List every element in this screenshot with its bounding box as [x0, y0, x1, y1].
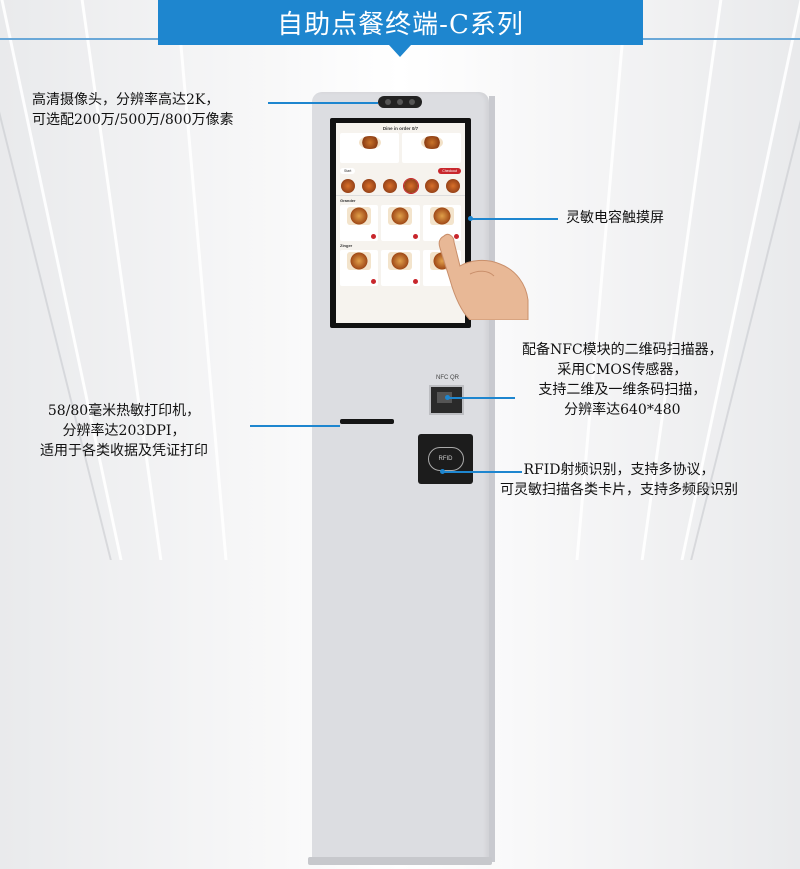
- food-image: [388, 207, 413, 225]
- rfid-logo: RFID: [427, 447, 464, 471]
- menu-item[interactable]: [381, 250, 420, 286]
- camera-connector: [268, 102, 378, 104]
- add-icon[interactable]: [453, 234, 459, 239]
- order-cards: [336, 131, 465, 165]
- rfid-callout-line1: RFID射频识别，支持多协议，: [523, 462, 715, 478]
- printer-callout-line3: 适用于各类收据及凭证打印: [40, 443, 208, 459]
- menu-item[interactable]: [381, 205, 420, 241]
- food-image: [347, 207, 372, 225]
- screen-buttons: Start Checkout: [336, 165, 465, 177]
- scanner-callout-line1: 配备NFC模块的二维码扫描器，: [522, 342, 723, 358]
- rfid-callout: RFID射频识别，支持多协议， 可灵敏扫描各类卡片，支持多频段识别: [500, 460, 738, 500]
- scanner-callout-line3: 支持二维及一维条码扫描，: [538, 382, 707, 398]
- section-heading: Grander: [340, 198, 356, 203]
- category-item[interactable]: [383, 179, 398, 193]
- printer-callout: 58/80毫米热敏打印机， 分辨率达203DPI， 适用于各类收据及凭证打印: [40, 401, 208, 461]
- kiosk-base: [308, 857, 492, 865]
- background-stripe: [80, 0, 163, 560]
- camera-lens: [385, 99, 391, 105]
- camera-callout-line1: 高清摄像头，分辨率高达2K，: [32, 92, 220, 108]
- header-arrow: [389, 45, 411, 57]
- category-item-selected[interactable]: [403, 179, 418, 193]
- printer-connector: [250, 425, 340, 427]
- touch-callout: 灵敏电容触摸屏: [566, 208, 664, 228]
- category-item[interactable]: [445, 179, 460, 193]
- camera-lens: [397, 99, 403, 105]
- background-stripe: [175, 0, 228, 560]
- menu-item[interactable]: [340, 205, 379, 241]
- rfid-reader[interactable]: RFID: [418, 434, 473, 484]
- rfid-connector-dot: [440, 469, 445, 474]
- page-title: 自助点餐终端-C系列: [158, 0, 643, 45]
- qr-scanner[interactable]: [429, 385, 464, 415]
- kiosk-side: [489, 96, 495, 862]
- camera-lens: [409, 99, 415, 105]
- nfc-label: NFC QR: [436, 375, 459, 381]
- menu-grid: [336, 205, 465, 241]
- food-image: [388, 252, 413, 270]
- printer-callout-line1: 58/80毫米热敏打印机，: [47, 403, 201, 419]
- scanner-connector-dot: [445, 395, 450, 400]
- printer-callout-line2: 分辨率达203DPI，: [62, 423, 186, 439]
- add-icon[interactable]: [371, 234, 377, 239]
- food-image: [429, 207, 454, 225]
- touch-callout-line1: 灵敏电容触摸屏: [566, 210, 664, 226]
- touch-connector: [470, 218, 558, 220]
- camera-callout: 高清摄像头，分辨率高达2K， 可选配200万/500万/800万像素: [32, 90, 234, 130]
- touch-connector-dot: [468, 216, 473, 221]
- section-heading: Zinger: [340, 243, 353, 248]
- food-image: [420, 136, 443, 149]
- scanner-callout-line4: 分辨率达640*480: [564, 402, 681, 418]
- add-icon[interactable]: [412, 234, 418, 239]
- category-item[interactable]: [362, 179, 377, 193]
- category-bar: [336, 177, 465, 196]
- food-image: [358, 136, 381, 149]
- printer-slot: [340, 419, 394, 424]
- checkout-button[interactable]: Checkout: [438, 168, 461, 174]
- start-button[interactable]: Start: [340, 168, 356, 174]
- background-stripe: [0, 0, 123, 560]
- category-item[interactable]: [341, 179, 356, 193]
- scanner-callout-line2: 采用CMOS传感器，: [557, 362, 688, 378]
- order-card[interactable]: [340, 133, 399, 163]
- order-card[interactable]: [402, 133, 461, 163]
- add-icon[interactable]: [371, 279, 377, 284]
- rfid-callout-line2: 可灵敏扫描各类卡片，支持多频段识别: [500, 482, 738, 498]
- food-image: [347, 252, 372, 270]
- camera-callout-line2: 可选配200万/500万/800万像素: [32, 112, 234, 128]
- category-item[interactable]: [424, 179, 439, 193]
- scanner-callout: 配备NFC模块的二维码扫描器， 采用CMOS传感器， 支持二维及一维条码扫描， …: [522, 340, 723, 420]
- scanner-connector: [447, 397, 515, 399]
- rfid-connector: [442, 471, 522, 473]
- menu-item[interactable]: [422, 205, 461, 241]
- menu-item[interactable]: [340, 250, 379, 286]
- camera-module: [378, 96, 422, 108]
- hand-icon: [438, 233, 529, 320]
- screen-title: Dine in order 0/7: [382, 126, 419, 131]
- add-icon[interactable]: [412, 279, 418, 284]
- scanner-window: [437, 392, 452, 403]
